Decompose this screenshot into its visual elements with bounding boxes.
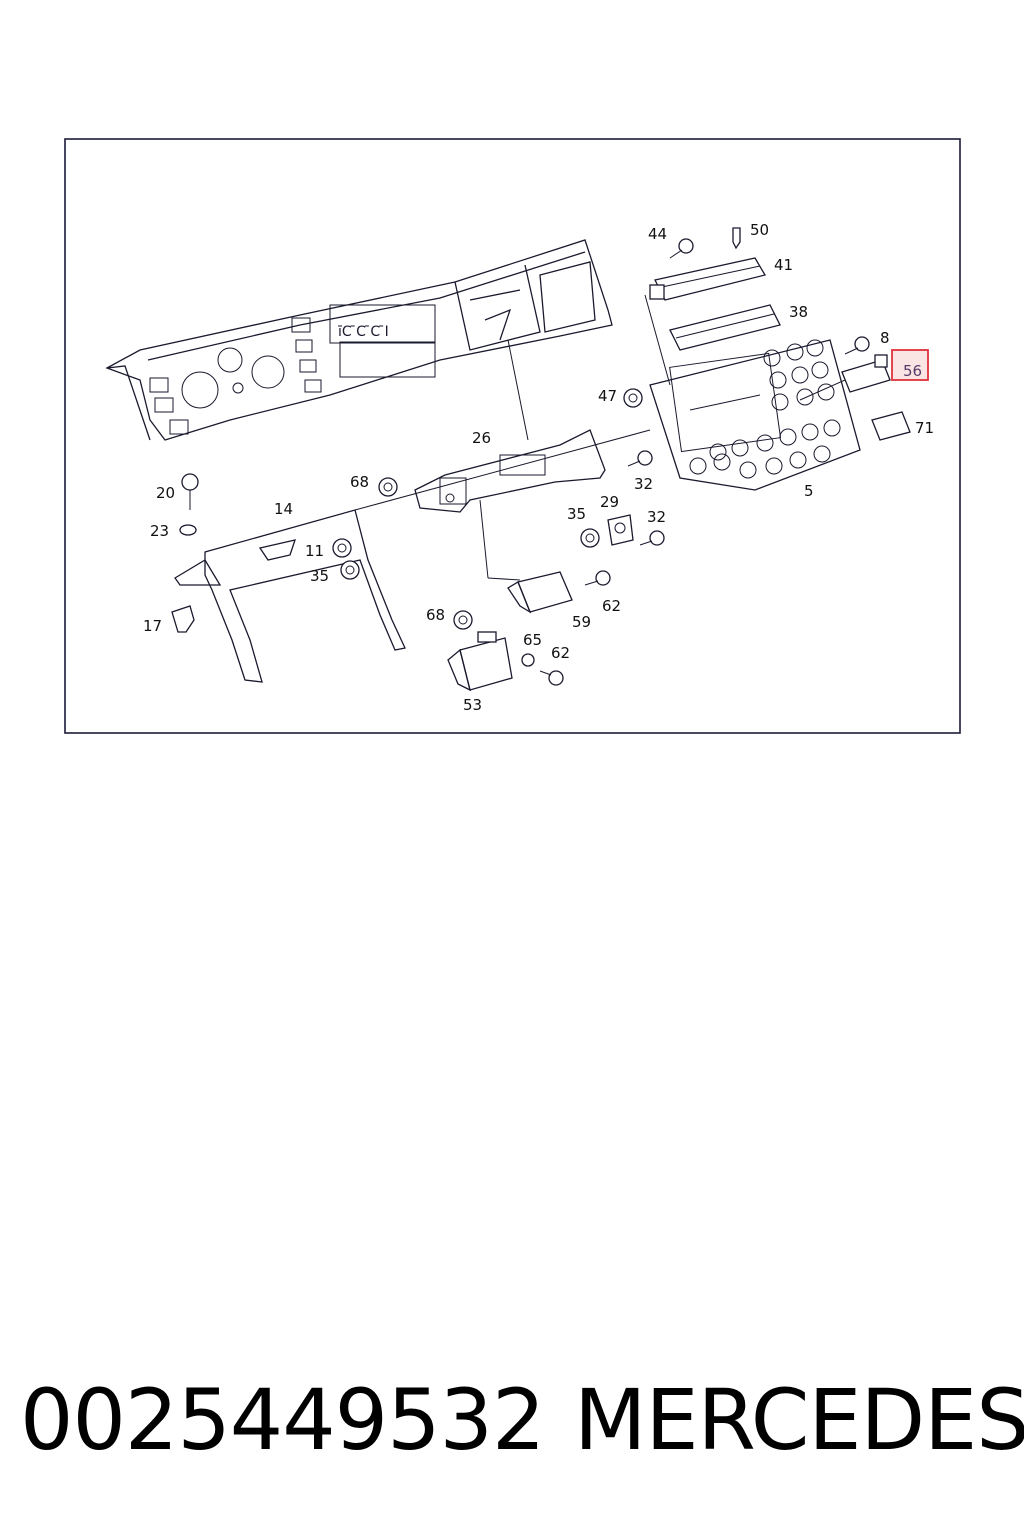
screw-20: [181, 473, 199, 510]
nut-68a: [378, 477, 398, 497]
callout-65: 65: [523, 631, 542, 649]
switch-strip-41: [649, 257, 767, 301]
callout-26: 26: [472, 429, 491, 447]
callout-29: 29: [600, 493, 619, 511]
screw-8: [844, 336, 870, 355]
washer-65: [521, 653, 535, 667]
brand-name: MERCEDES: [574, 1371, 1024, 1469]
callout-23: 23: [150, 522, 169, 540]
callout-62b: 62: [551, 644, 570, 662]
callout-5: 5: [804, 482, 814, 500]
callout-14: 14: [274, 500, 293, 518]
callout-20: 20: [156, 484, 175, 502]
screw-62a: [584, 570, 611, 586]
instrument-panel-carrier: ı̄C ̄C ̄C ̄I: [105, 239, 613, 441]
callout-68b: 68: [426, 606, 445, 624]
part-number: 0025449532: [20, 1371, 545, 1469]
switch-panel-5: [649, 339, 861, 491]
pin-50: [732, 227, 741, 250]
callout-56-highlight: [891, 349, 929, 381]
screw-32a: [627, 450, 653, 467]
callout-8: 8: [880, 329, 890, 347]
svg-text:ı̄C ̄C ̄C ̄I: ı̄C ̄C ̄C ̄I: [337, 324, 388, 340]
callout-11: 11: [305, 542, 324, 560]
callout-53: 53: [463, 696, 482, 714]
washer-23: [179, 524, 197, 536]
bracket-26: [414, 339, 606, 513]
switch-strip-38: [669, 304, 781, 351]
callout-68a: 68: [350, 473, 369, 491]
nut-35b: [580, 528, 600, 548]
callout-38: 38: [789, 303, 808, 321]
relay-56: [841, 354, 891, 393]
screw-44: [669, 238, 694, 259]
callout-59: 59: [572, 613, 591, 631]
callout-32a: 32: [634, 475, 653, 493]
screw-62b: [539, 670, 564, 686]
callout-35b: 35: [310, 567, 329, 585]
relay-53: [447, 631, 513, 692]
callout-62a: 62: [602, 597, 621, 615]
relay-71: [871, 411, 911, 441]
callout-47: 47: [598, 387, 617, 405]
callout-56: 56: [903, 362, 922, 380]
callout-32b: 32: [647, 508, 666, 526]
nut-11: [332, 538, 352, 558]
diagram-border: [64, 138, 961, 734]
parts-diagram: ı̄C ̄C ̄C ̄I: [64, 138, 961, 734]
clip-17: [171, 605, 195, 633]
relay-59: [479, 499, 573, 614]
callout-71: 71: [915, 419, 934, 437]
footer: 0025449532 MERCEDES: [0, 1360, 1024, 1480]
bracket-14: [174, 429, 651, 683]
nut-35a: [340, 560, 360, 580]
screw-32b: [639, 530, 665, 546]
part-29: [607, 514, 634, 546]
callout-44: 44: [648, 225, 667, 243]
callout-50: 50: [750, 221, 769, 239]
callout-41: 41: [774, 256, 793, 274]
callout-35a: 35: [567, 505, 586, 523]
callout-17: 17: [143, 617, 162, 635]
nut-68b: [453, 610, 473, 630]
nut-47: [623, 388, 643, 408]
